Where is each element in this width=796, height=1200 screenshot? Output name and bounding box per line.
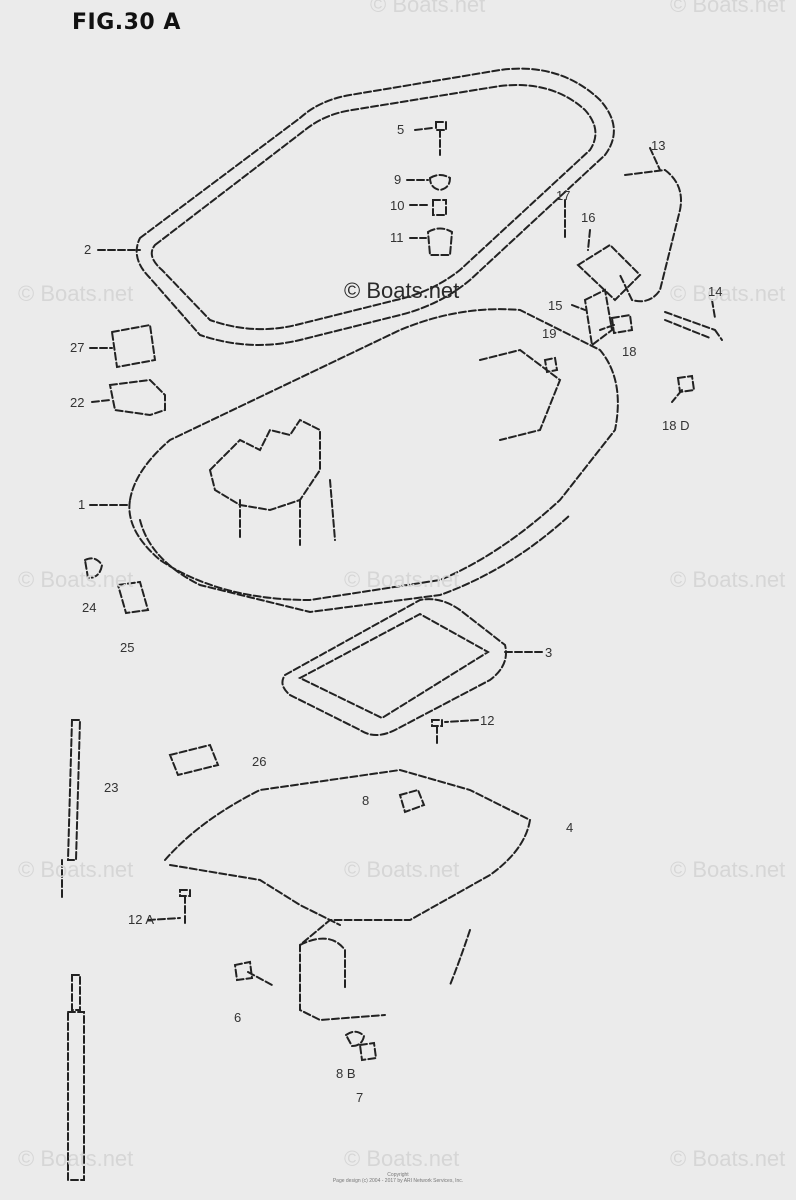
shaft-part [67, 974, 85, 1181]
callout-15[interactable]: 15 [548, 298, 563, 313]
callout-8b[interactable]: 8 B [336, 1066, 356, 1081]
watermark: © Boats.net [18, 281, 134, 306]
callout-6[interactable]: 6 [234, 1010, 242, 1025]
callout-18d[interactable]: 18 D [662, 418, 690, 433]
callout-12a[interactable]: 12 A [128, 912, 155, 927]
watermark: © Boats.net [18, 567, 134, 592]
pad-25 [116, 580, 150, 615]
rod-part [66, 719, 82, 861]
watermark: © Boats.net [18, 857, 134, 882]
watermark: © Boats.net [344, 1146, 460, 1171]
callout-11[interactable]: 11 [390, 230, 404, 245]
copyright: Copyright Page design (c) 2004 - 2017 by… [0, 1172, 796, 1184]
callout-10[interactable]: 10 [390, 198, 405, 213]
watermark: © Boats.net [670, 857, 786, 882]
callout-8[interactable]: 8 [362, 793, 370, 808]
callout-14[interactable]: 14 [708, 284, 723, 299]
cap-24 [83, 557, 104, 580]
copyright-line-2: Page design (c) 2004 - 2017 by ARI Netwo… [332, 1178, 464, 1184]
callout-1[interactable]: 1 [78, 497, 86, 512]
watermark: © Boats.net [670, 567, 786, 592]
bolt-12a [179, 889, 191, 926]
watermark: © Boats.net [670, 281, 786, 306]
bottom-housing-part [164, 768, 532, 1022]
seal-ring-part [135, 67, 615, 346]
callout-24[interactable]: 24 [82, 600, 97, 615]
callout-13[interactable]: 13 [651, 138, 666, 153]
bracket-part [576, 168, 682, 303]
nut-19 [543, 356, 559, 374]
hinge-part [583, 288, 614, 347]
callout-4[interactable]: 4 [566, 820, 574, 835]
watermark: © Boats.net [344, 567, 460, 592]
callout-17[interactable]: 17 [556, 188, 571, 203]
center-watermark: © Boats.net [344, 278, 460, 303]
watermark: © Boats.net [18, 1146, 134, 1171]
bolt-18d [671, 374, 696, 403]
watermark: © Boats.net [344, 857, 460, 882]
clip-26 [168, 743, 220, 777]
callout-26[interactable]: 26 [252, 754, 267, 769]
callout-2[interactable]: 2 [84, 242, 92, 257]
bolt-6 [233, 960, 273, 986]
grommet-27 [110, 323, 157, 369]
pin-part [664, 311, 723, 341]
callout-12[interactable]: 12 [480, 713, 495, 728]
nut-7 [358, 1041, 378, 1062]
copyright-line-1: Copyright [387, 1172, 409, 1178]
callout-5[interactable]: 5 [397, 122, 405, 137]
callout-7[interactable]: 7 [356, 1090, 364, 1105]
callout-3[interactable]: 3 [545, 645, 553, 660]
callout-9[interactable]: 9 [394, 172, 402, 187]
engine-cover-part [128, 308, 619, 614]
figure-title: FIG.30 A [72, 10, 181, 35]
callout-22[interactable]: 22 [70, 395, 85, 410]
grommet-11 [426, 227, 454, 256]
bolt-18 [599, 313, 634, 335]
nut-8 [398, 788, 426, 814]
callout-25[interactable]: 25 [120, 640, 135, 655]
watermark: © Boats.net [670, 0, 786, 17]
washer-8b [344, 1030, 366, 1048]
callout-18[interactable]: 18 [622, 344, 637, 359]
watermark: © Boats.net [370, 0, 486, 17]
callout-16[interactable]: 16 [581, 210, 596, 225]
elbow-22 [108, 378, 166, 417]
spacer-10 [432, 199, 447, 216]
washer-9 [428, 174, 452, 192]
callout-23[interactable]: 23 [104, 780, 119, 795]
bolt-12 [431, 719, 443, 746]
callout-19[interactable]: 19 [542, 326, 557, 341]
gasket-plate-part [281, 598, 507, 736]
callout-27[interactable]: 27 [70, 340, 85, 355]
watermark: © Boats.net [670, 1146, 786, 1171]
bolt-5 [435, 121, 447, 156]
